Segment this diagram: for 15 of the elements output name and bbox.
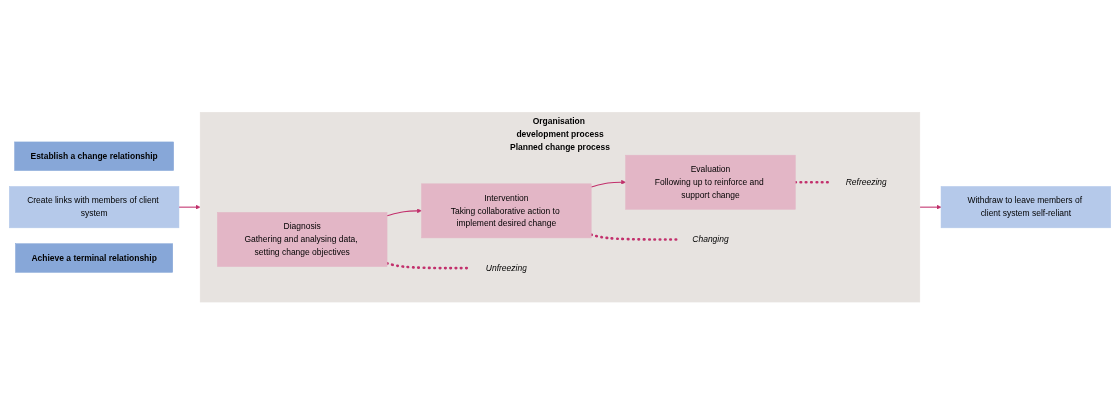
node-text: Refreezing — [845, 177, 887, 187]
arrow — [386, 208, 422, 217]
node-box: Establish a change relationship — [14, 141, 174, 171]
arrow — [590, 179, 626, 188]
arrow — [919, 204, 942, 210]
node-box: Achieve a terminal relationship — [15, 243, 173, 273]
connector — [794, 180, 832, 184]
node-text: Unfreezing — [485, 263, 527, 273]
arrow — [178, 204, 201, 210]
node-box: Withdraw to leave members of client system self-reliant — [940, 186, 1111, 228]
node-box: Evaluation Following up to reinforce and support change — [625, 154, 796, 210]
node-box: Create links with members of client system — [9, 186, 180, 228]
node-text: Changing — [692, 234, 729, 244]
node-box: Intervention Taking collaborative action to implement desired change — [421, 183, 592, 238]
node-box: Diagnosis Gathering and analysing data, setting change objectives — [217, 212, 388, 267]
